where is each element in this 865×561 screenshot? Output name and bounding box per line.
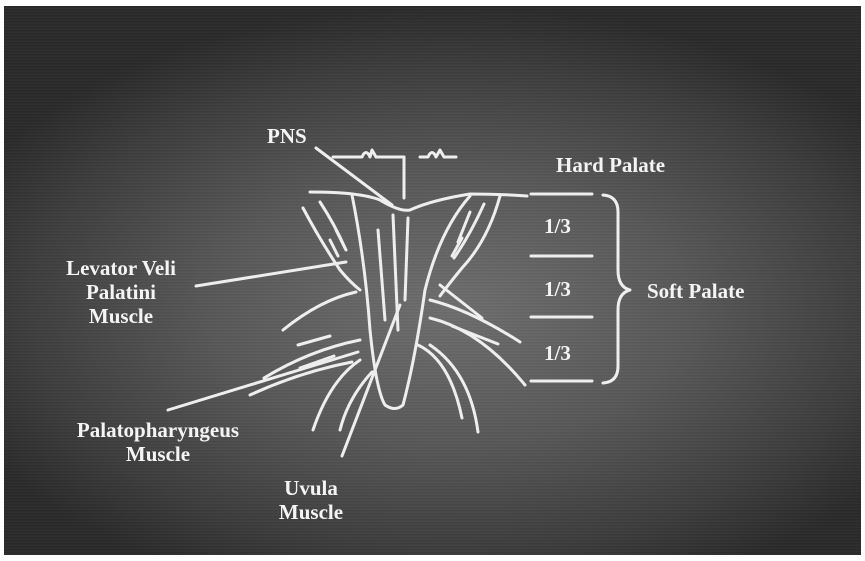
palatopharyngeus-right-1 (418, 345, 462, 418)
label-pns: PNS (267, 124, 307, 148)
label-uvula-muscle: Uvula Muscle (266, 476, 356, 524)
hard-palate-line (310, 192, 527, 210)
leader-levator (196, 262, 346, 286)
pns-waveform-right (420, 150, 456, 157)
label-third-3: 1/3 (544, 341, 571, 365)
label-third-1: 1/3 (544, 214, 571, 238)
uvula-inner-3 (405, 218, 408, 300)
leader-palatopharyngeus (168, 352, 358, 410)
label-levator-veli-palatini: Levator Veli Palatini Muscle (46, 256, 196, 328)
levator-left-strand-2 (336, 230, 346, 250)
soft-palate-brace (603, 195, 630, 383)
pharynx-right-4 (440, 285, 482, 318)
pharynx-right-3 (452, 326, 498, 344)
label-soft-palate: Soft Palate (647, 279, 744, 303)
pns-waveform-left (333, 150, 404, 157)
label-hard-palate: Hard Palate (556, 153, 665, 177)
pharynx-right-2 (430, 318, 525, 385)
pharynx-left-1 (283, 292, 356, 330)
levator-left-strand-3 (330, 240, 338, 256)
uvula-inner-1 (378, 230, 385, 320)
label-third-2: 1/3 (544, 277, 571, 301)
label-palatopharyngeus: Palatopharyngeus Muscle (58, 418, 258, 466)
pharynx-left-4 (298, 336, 330, 345)
